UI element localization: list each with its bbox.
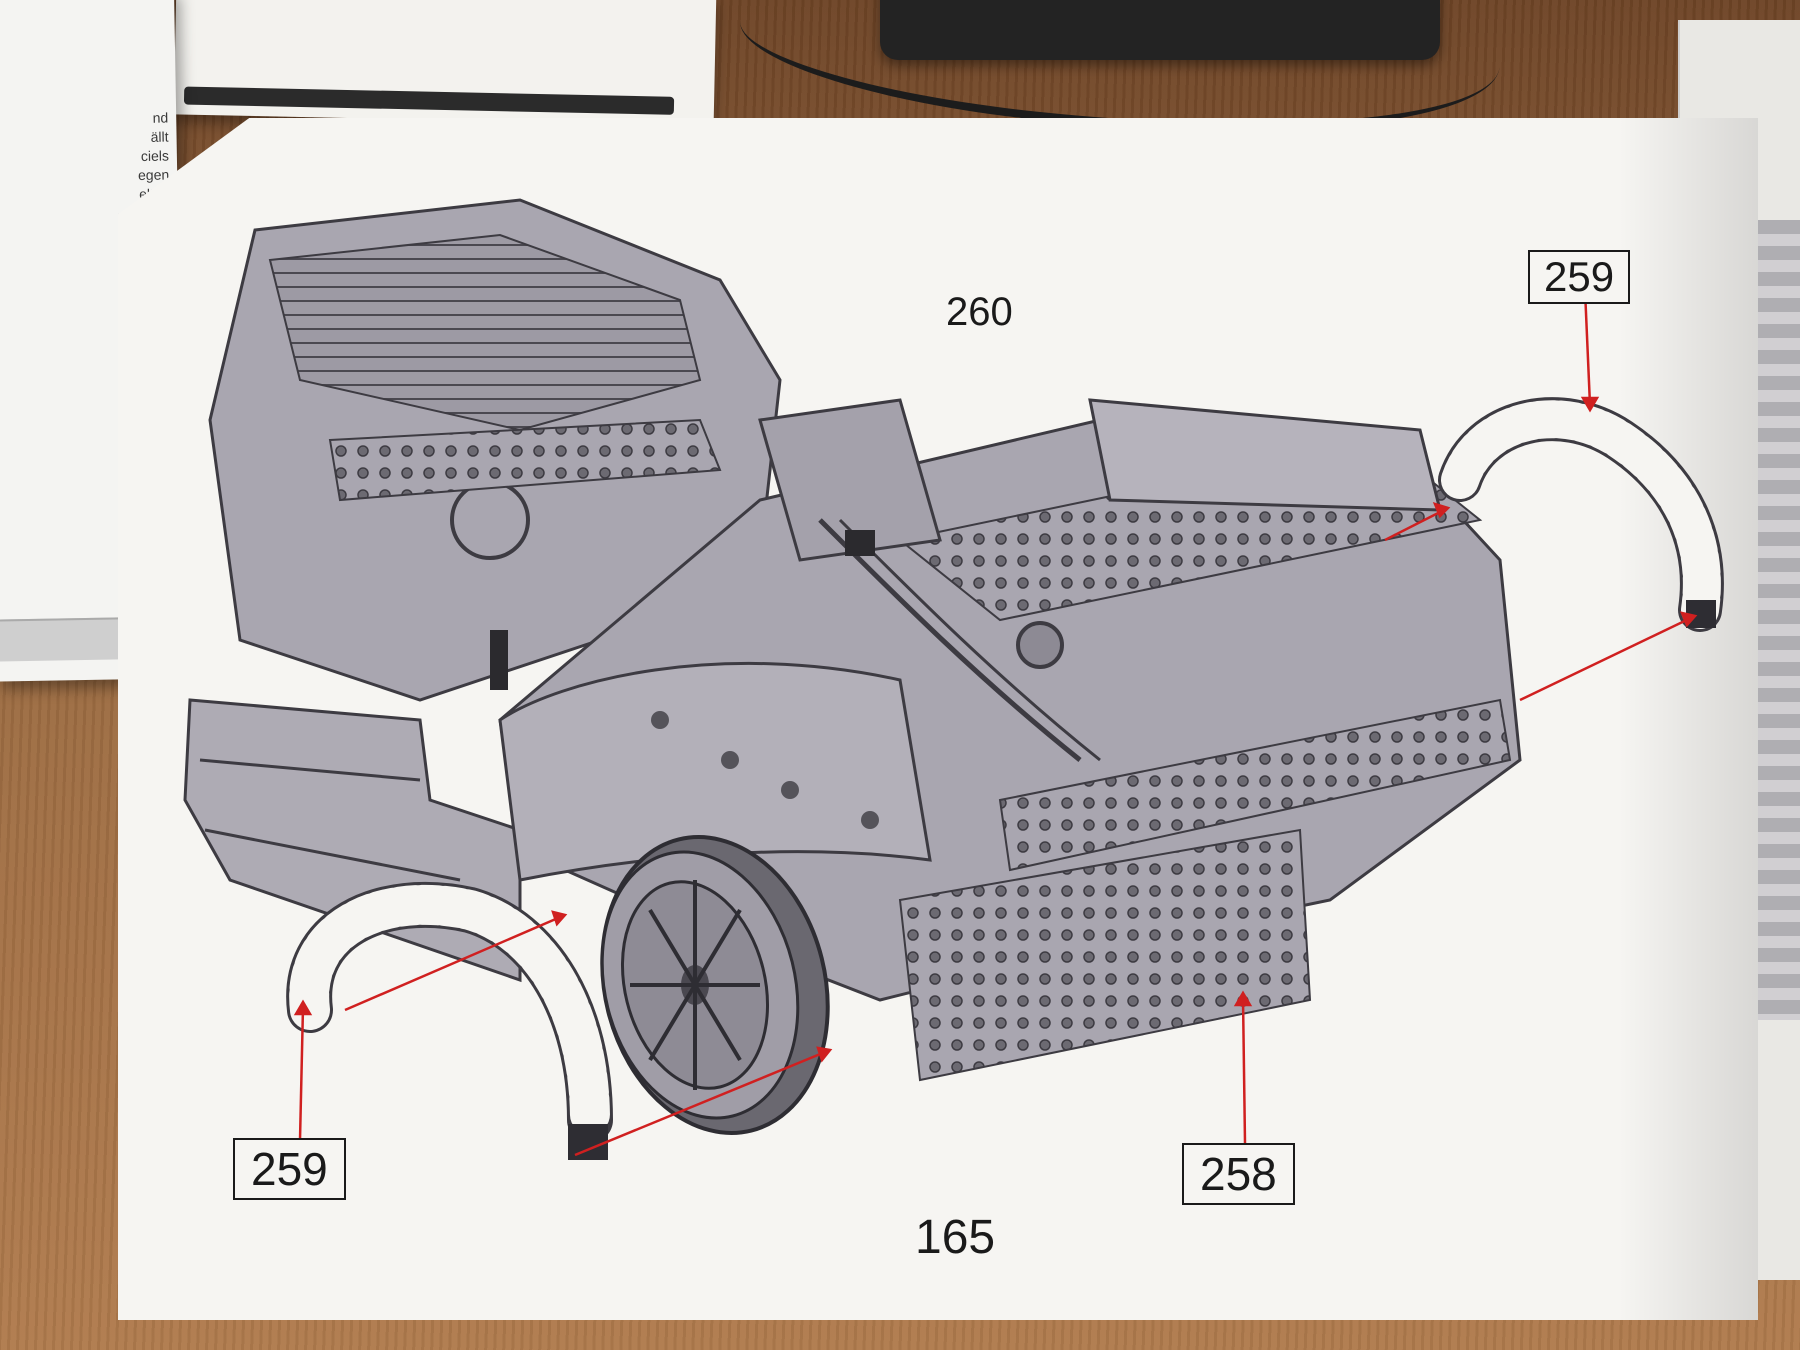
page-number: 165 bbox=[915, 1211, 996, 1264]
part-callout-259-bottom: 259 bbox=[233, 1138, 346, 1200]
flex-tube-right bbox=[1438, 397, 1724, 632]
assembly-arrows bbox=[293, 289, 1698, 1157]
wheel bbox=[600, 835, 830, 1135]
part-callout-258: 258 bbox=[1182, 1143, 1295, 1205]
part-callout-259-top: 259 bbox=[1528, 250, 1631, 304]
flex-tube-left bbox=[286, 881, 613, 1160]
step-number: 260 bbox=[946, 290, 1013, 334]
page-shadow bbox=[1618, 118, 1758, 1320]
dark-device bbox=[880, 0, 1440, 60]
rear-assembly bbox=[208, 198, 782, 702]
